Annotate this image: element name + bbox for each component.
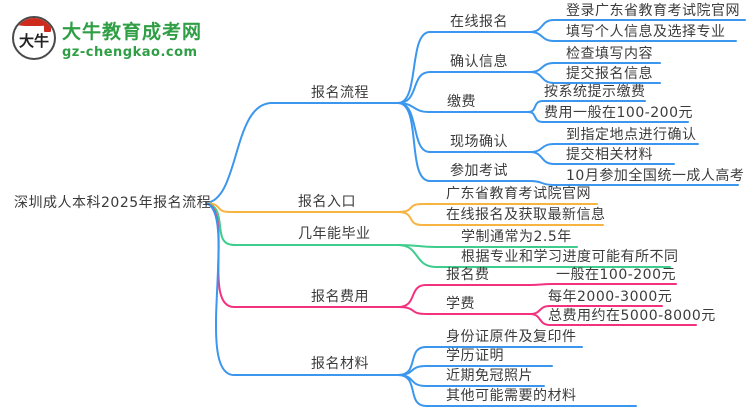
link-leaf-signup-fee-range (529, 283, 677, 286)
link-flow-take-exam (397, 102, 531, 182)
link-leaf-submit-materials (529, 151, 675, 165)
branch-lines-signup-flow (205, 19, 746, 204)
link-leaf-october-exam (529, 180, 739, 186)
branch-years-to-graduate: 几年能毕业 (298, 226, 371, 242)
leaf-education-certificate: 学历证明 (446, 348, 504, 364)
site-name: 大牛教育成考网 (62, 20, 203, 43)
leaf-online-signup-latest-info: 在线报名及获取最新信息 (446, 207, 606, 223)
leaf-signup-fee-100-200: 一般在100-200元 (556, 267, 676, 283)
leaf-other-materials: 其他可能需要的材料 (446, 388, 577, 404)
leaf-check-content: 检查填写内容 (566, 46, 653, 62)
sub-take-exam: 参加考试 (450, 163, 508, 179)
leaf-recent-photo: 近期免冠照片 (446, 368, 533, 384)
logo-mark-text: 大牛 (18, 32, 49, 50)
root-topic: 深圳成人本科2025年报名流程 (14, 195, 212, 211)
link-root-materials (205, 202, 399, 376)
link-flow-confirm-info (397, 71, 531, 104)
sub-confirm-info: 确认信息 (450, 54, 508, 70)
leaf-id-card-copy: 身份证原件及复印件 (446, 329, 577, 345)
branch-signup-cost: 报名费用 (311, 289, 369, 305)
branch-signup-materials: 报名材料 (311, 356, 369, 372)
logo-text-block: 大牛教育成考网 gz-chengkao.com (62, 17, 202, 60)
link-materials-other (397, 374, 637, 407)
link-leaf-tuition-total (529, 313, 697, 326)
leaf-pay-by-system: 按系统提示缴费 (544, 84, 646, 100)
leaf-gd-exam-official-site: 广东省教育考试院官网 (446, 186, 591, 202)
link-flow-online-signup (397, 31, 531, 104)
leaf-october-national-exam: 10月参加全国统一成人高考 (566, 168, 745, 184)
leaf-total-5000-8000: 总费用约在5000-8000元 (548, 308, 716, 324)
link-entry-online-latest (397, 211, 604, 226)
branch-signup-entry: 报名入口 (298, 194, 356, 210)
leaf-fee-100-200: 费用一般在100-200元 (544, 105, 693, 121)
leaf-tuition-2000-3000: 每年2000-3000元 (548, 289, 673, 305)
leaf-submit-signup-info: 提交报名信息 (566, 66, 653, 82)
daniu-logo-icon: 大牛 (12, 16, 56, 60)
link-leaf-submit-info (529, 71, 661, 84)
link-leaf-fill-info (529, 31, 737, 42)
branch-signup-flow: 报名流程 (311, 85, 369, 101)
leaf-go-designated-location: 到指定地点进行确认 (566, 127, 697, 143)
sub-pay-fee: 缴费 (447, 94, 476, 110)
branch-lines-signup-materials (205, 202, 637, 407)
leaf-fill-personal-info: 填写个人信息及选择专业 (566, 24, 726, 40)
sub-online-signup: 在线报名 (450, 14, 508, 30)
leaf-depends-on-major: 根据专业和学习进度可能有所不同 (461, 249, 679, 265)
link-years-duration (397, 244, 578, 248)
leaf-submit-related-materials: 提交相关材料 (566, 147, 653, 163)
link-root-cost (205, 202, 399, 308)
leaf-login-official-site: 登录广东省教育考试院官网 (566, 3, 740, 19)
site-domain: gz-chengkao.com (62, 44, 198, 60)
logo-red-seal (44, 25, 51, 32)
site-logo: 大牛 大牛教育成考网 gz-chengkao.com (12, 16, 202, 60)
link-years-depends (397, 244, 671, 268)
link-root-signup-flow (205, 102, 399, 204)
link-leaf-fee-range (527, 111, 689, 123)
sub-tuition: 学费 (446, 296, 475, 312)
leaf-duration-2-5-years: 学制通常为2.5年 (461, 229, 572, 245)
sub-onsite-confirm: 现场确认 (450, 134, 508, 150)
sub-signup-fee: 报名费 (446, 267, 490, 283)
link-cost-tuition (397, 306, 531, 315)
logo-red-hat-shape (15, 18, 51, 26)
